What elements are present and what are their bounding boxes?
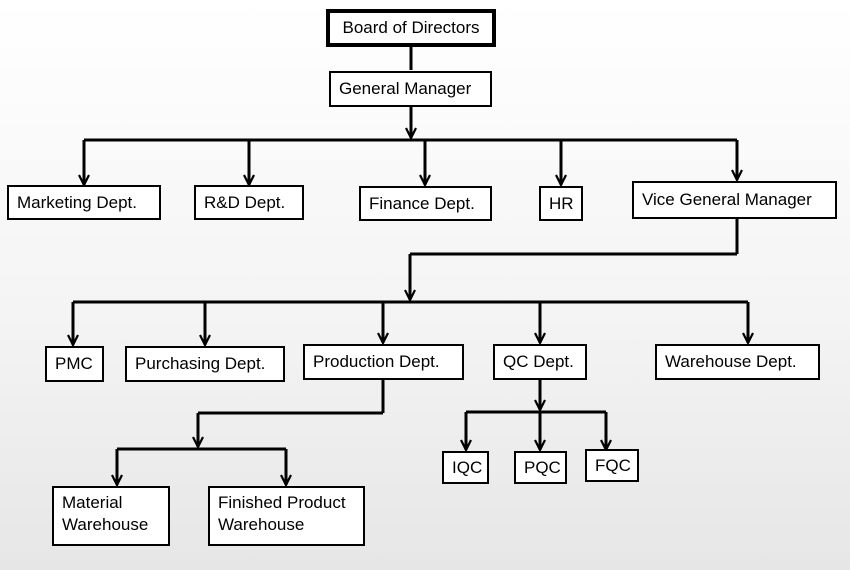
marketing-dept-box: Marketing Dept. [7,185,161,220]
fqc-box: FQC [585,449,639,482]
material-warehouse-box: Material Warehouse [52,486,170,546]
board-of-directors-box: Board of Directors [326,9,496,47]
pqc-box: PQC [514,451,567,484]
hr-box: HR [539,186,583,221]
qc-dept-box: QC Dept. [493,344,587,380]
finance-dept-box: Finance Dept. [359,186,492,221]
vice-general-manager-box: Vice General Manager [632,181,837,219]
iqc-box: IQC [442,451,489,484]
rnd-dept-box: R&D Dept. [194,185,304,220]
warehouse-dept-box: Warehouse Dept. [655,344,820,380]
purchasing-dept-box: Purchasing Dept. [125,346,285,382]
production-dept-box: Production Dept. [303,344,464,380]
finished-product-warehouse-box: Finished Product Warehouse [208,486,365,546]
pmc-box: PMC [45,346,104,382]
general-manager-box: General Manager [329,71,492,107]
